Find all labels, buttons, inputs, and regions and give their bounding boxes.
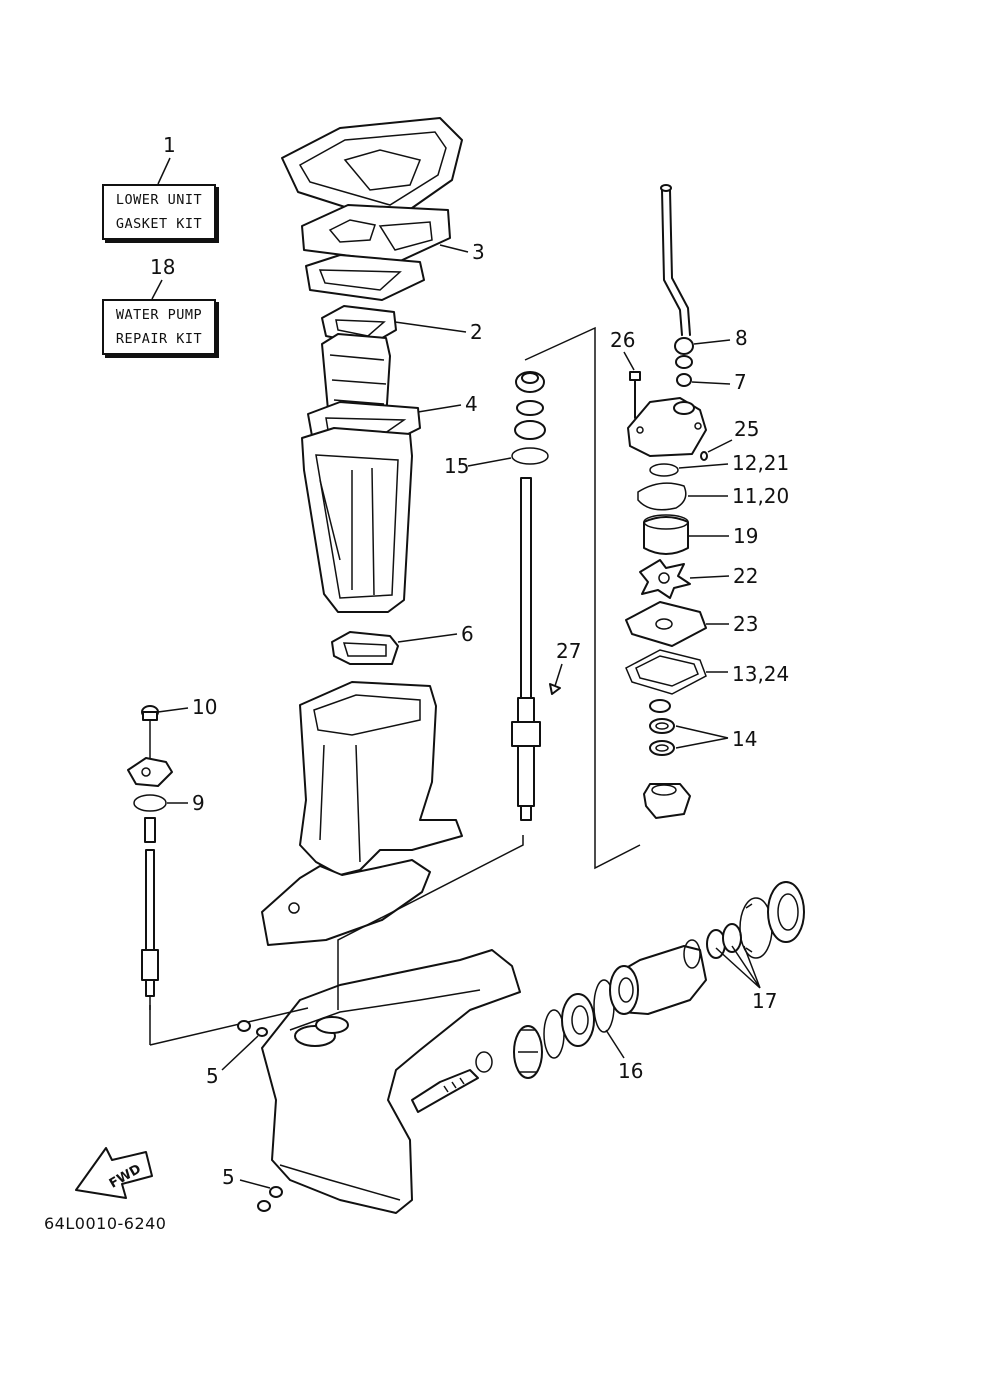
callout-4: 4 [465, 392, 478, 416]
pump-housing [627, 397, 707, 457]
shift-rod [141, 817, 159, 997]
callout-14: 14 [732, 727, 757, 751]
gasket-13 [625, 649, 707, 695]
kit-1-line1: LOWER UNIT [115, 192, 203, 208]
o-ring-9 [133, 794, 167, 812]
callout-13-24: 13,24 [732, 662, 789, 686]
callout-16: 16 [618, 1059, 643, 1083]
washer-16a [475, 1051, 493, 1073]
water-tube [660, 184, 691, 336]
shift-lever [127, 757, 173, 787]
callout-11-20: 11,20 [732, 484, 789, 508]
shim-ring [543, 1009, 565, 1059]
kit-18-line1: WATER PUMP [115, 307, 203, 323]
pin-25 [700, 451, 708, 461]
callout-5-upper: 5 [206, 1064, 219, 1088]
callout-5-lower: 5 [222, 1165, 235, 1189]
gasket-6 [331, 631, 399, 665]
callout-1: 1 [163, 133, 176, 157]
outer-plate [625, 601, 707, 647]
callout-27: 27 [556, 639, 581, 663]
callout-18: 18 [150, 255, 175, 279]
o-ring-12 [649, 463, 679, 477]
callout-9: 9 [192, 791, 205, 815]
water-pump-repair-kit-label: WATER PUMP REPAIR KIT [102, 299, 216, 355]
oil-seals-14 [649, 699, 675, 756]
fwd-arrow-icon: FWD [75, 1147, 153, 1199]
callout-23: 23 [733, 612, 758, 636]
callout-12-21: 12,21 [732, 451, 789, 475]
drain-plug-upper [237, 1020, 268, 1037]
drive-shaft [511, 477, 541, 821]
callout-2: 2 [470, 320, 483, 344]
callout-15: 15 [444, 454, 469, 478]
kit-18-line2: REPAIR KIT [115, 331, 203, 347]
callout-25: 25 [734, 417, 759, 441]
gasket-3 [301, 204, 451, 263]
propeller-shaft [411, 1069, 479, 1113]
bearing-16 [561, 993, 595, 1047]
drive-shaft-leader [337, 326, 641, 1010]
callout-17: 17 [752, 989, 777, 1013]
lower-casing [261, 681, 463, 946]
callout-10: 10 [192, 695, 217, 719]
o-ring-11 [637, 482, 687, 511]
callout-7: 7 [734, 370, 747, 394]
top-cover-plate [281, 117, 463, 223]
drain-plug-lower [257, 1186, 283, 1212]
gearcase [261, 949, 521, 1214]
washer-17 [683, 939, 701, 969]
callout-3: 3 [472, 240, 485, 264]
nut-10 [141, 705, 159, 721]
drawing-code: 64L0010-6240 [44, 1214, 167, 1233]
bearing-housing [609, 945, 707, 1015]
kit-1-line2: GASKET KIT [115, 216, 203, 232]
impeller [639, 559, 691, 599]
bolt-26 [629, 371, 641, 419]
callout-19: 19 [733, 524, 758, 548]
tube-grommets [674, 337, 694, 387]
oil-seal-housing [643, 783, 691, 819]
forward-gear [513, 1025, 543, 1079]
callout-8: 8 [735, 326, 748, 350]
adapter-plate [305, 254, 425, 301]
lower-unit-gasket-kit-label: LOWER UNIT GASKET KIT [102, 184, 216, 240]
retainer-nut [767, 881, 805, 943]
impeller-housing [643, 514, 689, 555]
callout-26: 26 [610, 328, 635, 352]
seals-17 [706, 923, 742, 959]
callout-22: 22 [733, 564, 758, 588]
drive-shaft-bearing-parts [511, 371, 549, 465]
callout-6: 6 [461, 622, 474, 646]
upper-casing [301, 427, 413, 613]
